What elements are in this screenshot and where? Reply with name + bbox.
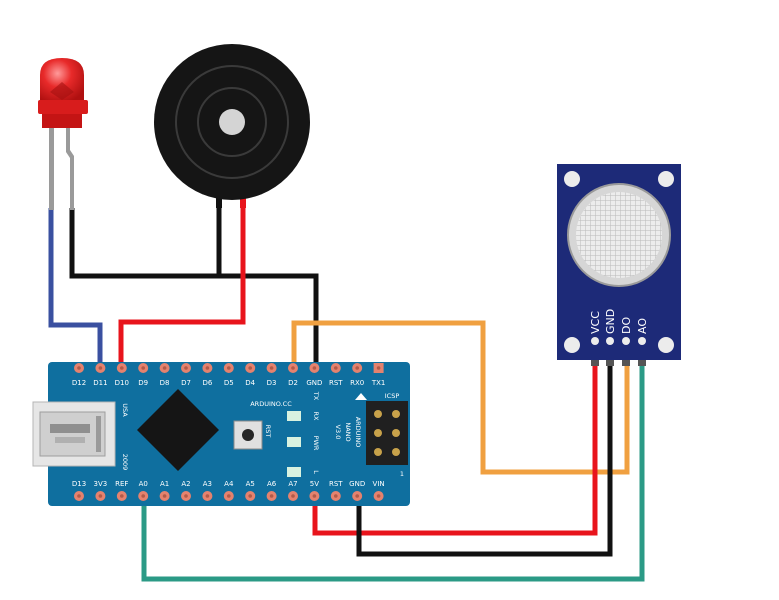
bottom-pin-hole-rst	[334, 494, 338, 498]
bottom-pin-hole-a7	[291, 494, 295, 498]
arduino-nano: ICSP 1 ARDUINO.CC RST USA 2009 ARDUINONA…	[32, 362, 410, 506]
wire-buzzer-d10	[118, 205, 246, 366]
top-pin-label-tx1: TX1	[371, 379, 386, 387]
reset-button	[233, 420, 263, 450]
indicator-label-rx: RX	[312, 412, 320, 422]
bottom-pin-label-a3: A3	[203, 480, 212, 488]
icsp-pin-one-label: 1	[400, 470, 404, 478]
led	[38, 58, 88, 210]
bottom-pin-hole-a1	[162, 494, 167, 498]
bottom-pin-label-ref: REF	[115, 480, 128, 488]
bottom-pin-label-vin: VIN	[373, 480, 385, 488]
wires	[48, 205, 645, 582]
top-pin-hole-d3	[269, 366, 274, 370]
top-pin-label-d6: D6	[202, 379, 212, 387]
top-pin-hole-d4	[248, 366, 252, 370]
bottom-pin-hole-5v	[312, 494, 317, 498]
bottom-pin-label-a0: A0	[139, 480, 148, 488]
top-pin-hole-d5	[227, 366, 231, 370]
bottom-pin-hole-ref	[120, 494, 124, 498]
top-pin-label-d9: D9	[138, 379, 148, 387]
sensor-pin-label-gnd: GND	[604, 309, 617, 334]
bottom-pin-label-a2: A2	[181, 480, 190, 488]
top-pin-label-d2: D2	[288, 379, 298, 387]
wire-led-gnd	[69, 208, 319, 366]
top-pin-hole-rx0	[355, 366, 360, 370]
bottom-pin-label-3v3: 3V3	[94, 480, 108, 488]
bottom-pin-label-gnd: GND	[349, 480, 365, 488]
model-line-nano: NANO	[344, 422, 352, 441]
sensor-pin-label-vcc: VCC	[589, 311, 602, 334]
top-pin-hole-gnd	[312, 366, 317, 370]
top-pin-hole-d6	[205, 366, 210, 370]
top-pin-label-rst: RST	[329, 379, 343, 387]
top-pin-hole-d2	[291, 366, 295, 370]
bottom-pin-hole-a2	[184, 494, 188, 498]
top-pin-label-d12: D12	[72, 379, 86, 387]
icsp-header	[355, 393, 408, 465]
top-pin-hole-d9	[141, 366, 145, 370]
usb-connector	[32, 401, 116, 467]
bottom-pin-hole-a5	[248, 494, 252, 498]
bottom-pin-hole-d13	[77, 494, 81, 498]
bottom-pin-header: D13 3V3 REF A0 A1 A2 A3 A4 A5 A6 A7 5V RST GND VIN	[72, 480, 385, 501]
bottom-pin-hole-a4	[227, 494, 231, 498]
indicator-label-tx: TX	[312, 391, 320, 401]
bottom-pin-label-a5: A5	[246, 480, 255, 488]
buzzer	[154, 44, 310, 208]
bottom-pin-label-a4: A4	[224, 480, 234, 488]
bottom-pin-hole-a3	[205, 494, 210, 498]
top-pin-hole-d12	[77, 366, 81, 370]
brand-label: ARDUINO.CC	[250, 400, 292, 408]
bottom-pin-label-d13: D13	[72, 480, 86, 488]
wire-a0-ao	[141, 362, 645, 582]
top-pin-hole-d7	[184, 366, 188, 370]
wire-gnd-gnd	[356, 362, 613, 557]
top-pin-label-d4: D4	[245, 379, 255, 387]
top-pin-label-gnd: GND	[306, 379, 322, 387]
top-pin-label-rx0: RX0	[350, 379, 364, 387]
bottom-pin-label-a7: A7	[288, 480, 297, 488]
wire-5v-vcc	[312, 362, 598, 536]
bottom-pin-label-5v: 5V	[310, 480, 319, 488]
top-pin-hole-d11	[98, 366, 103, 370]
year-label: 2009	[121, 454, 129, 471]
top-pin-label-d11: D11	[93, 379, 107, 387]
top-pin-label-d10: D10	[115, 379, 129, 387]
wire-d2-do	[291, 320, 630, 475]
top-pin-label-d8: D8	[160, 379, 170, 387]
top-pin-label-d3: D3	[267, 379, 277, 387]
bottom-pin-hole-a6	[269, 494, 274, 498]
reset-label: RST	[264, 425, 272, 438]
top-pin-header: D12 D11 D10 D9 D8 D7 D6 D5 D4 D3 D2 GND RST RX0 TX1	[72, 363, 386, 387]
sensor-pin-label-do: DO	[620, 317, 633, 334]
model-line-v3-0: V3.0	[334, 425, 342, 440]
bottom-pin-label-a1: A1	[160, 480, 169, 488]
top-pin-label-d5: D5	[224, 379, 234, 387]
sensor-pin-label-ao: AO	[636, 318, 649, 334]
bottom-pin-hole-vin	[376, 494, 381, 498]
top-pin-hole-d10	[120, 366, 124, 370]
model-line-arduino: ARDUINO	[354, 417, 362, 448]
icsp-label: ICSP	[385, 392, 400, 400]
wire-led-d11	[48, 208, 103, 366]
top-pin-hole-d8	[162, 366, 167, 370]
bottom-pin-hole-a0	[141, 494, 145, 498]
bottom-pin-label-a6: A6	[267, 480, 277, 488]
indicator-labels: TX RX PWR L	[312, 391, 320, 474]
top-pin-hole-rst	[334, 366, 338, 370]
usb-label: USA	[121, 403, 129, 417]
top-pin-hole-tx1	[376, 366, 381, 370]
indicator-label-pwr: PWR	[312, 436, 320, 451]
top-pin-label-d7: D7	[181, 379, 191, 387]
bottom-pin-hole-gnd	[355, 494, 360, 498]
indicator-label-l: L	[312, 470, 320, 474]
bottom-pin-label-rst: RST	[329, 480, 343, 488]
bottom-pin-hole-3v3	[98, 494, 103, 498]
